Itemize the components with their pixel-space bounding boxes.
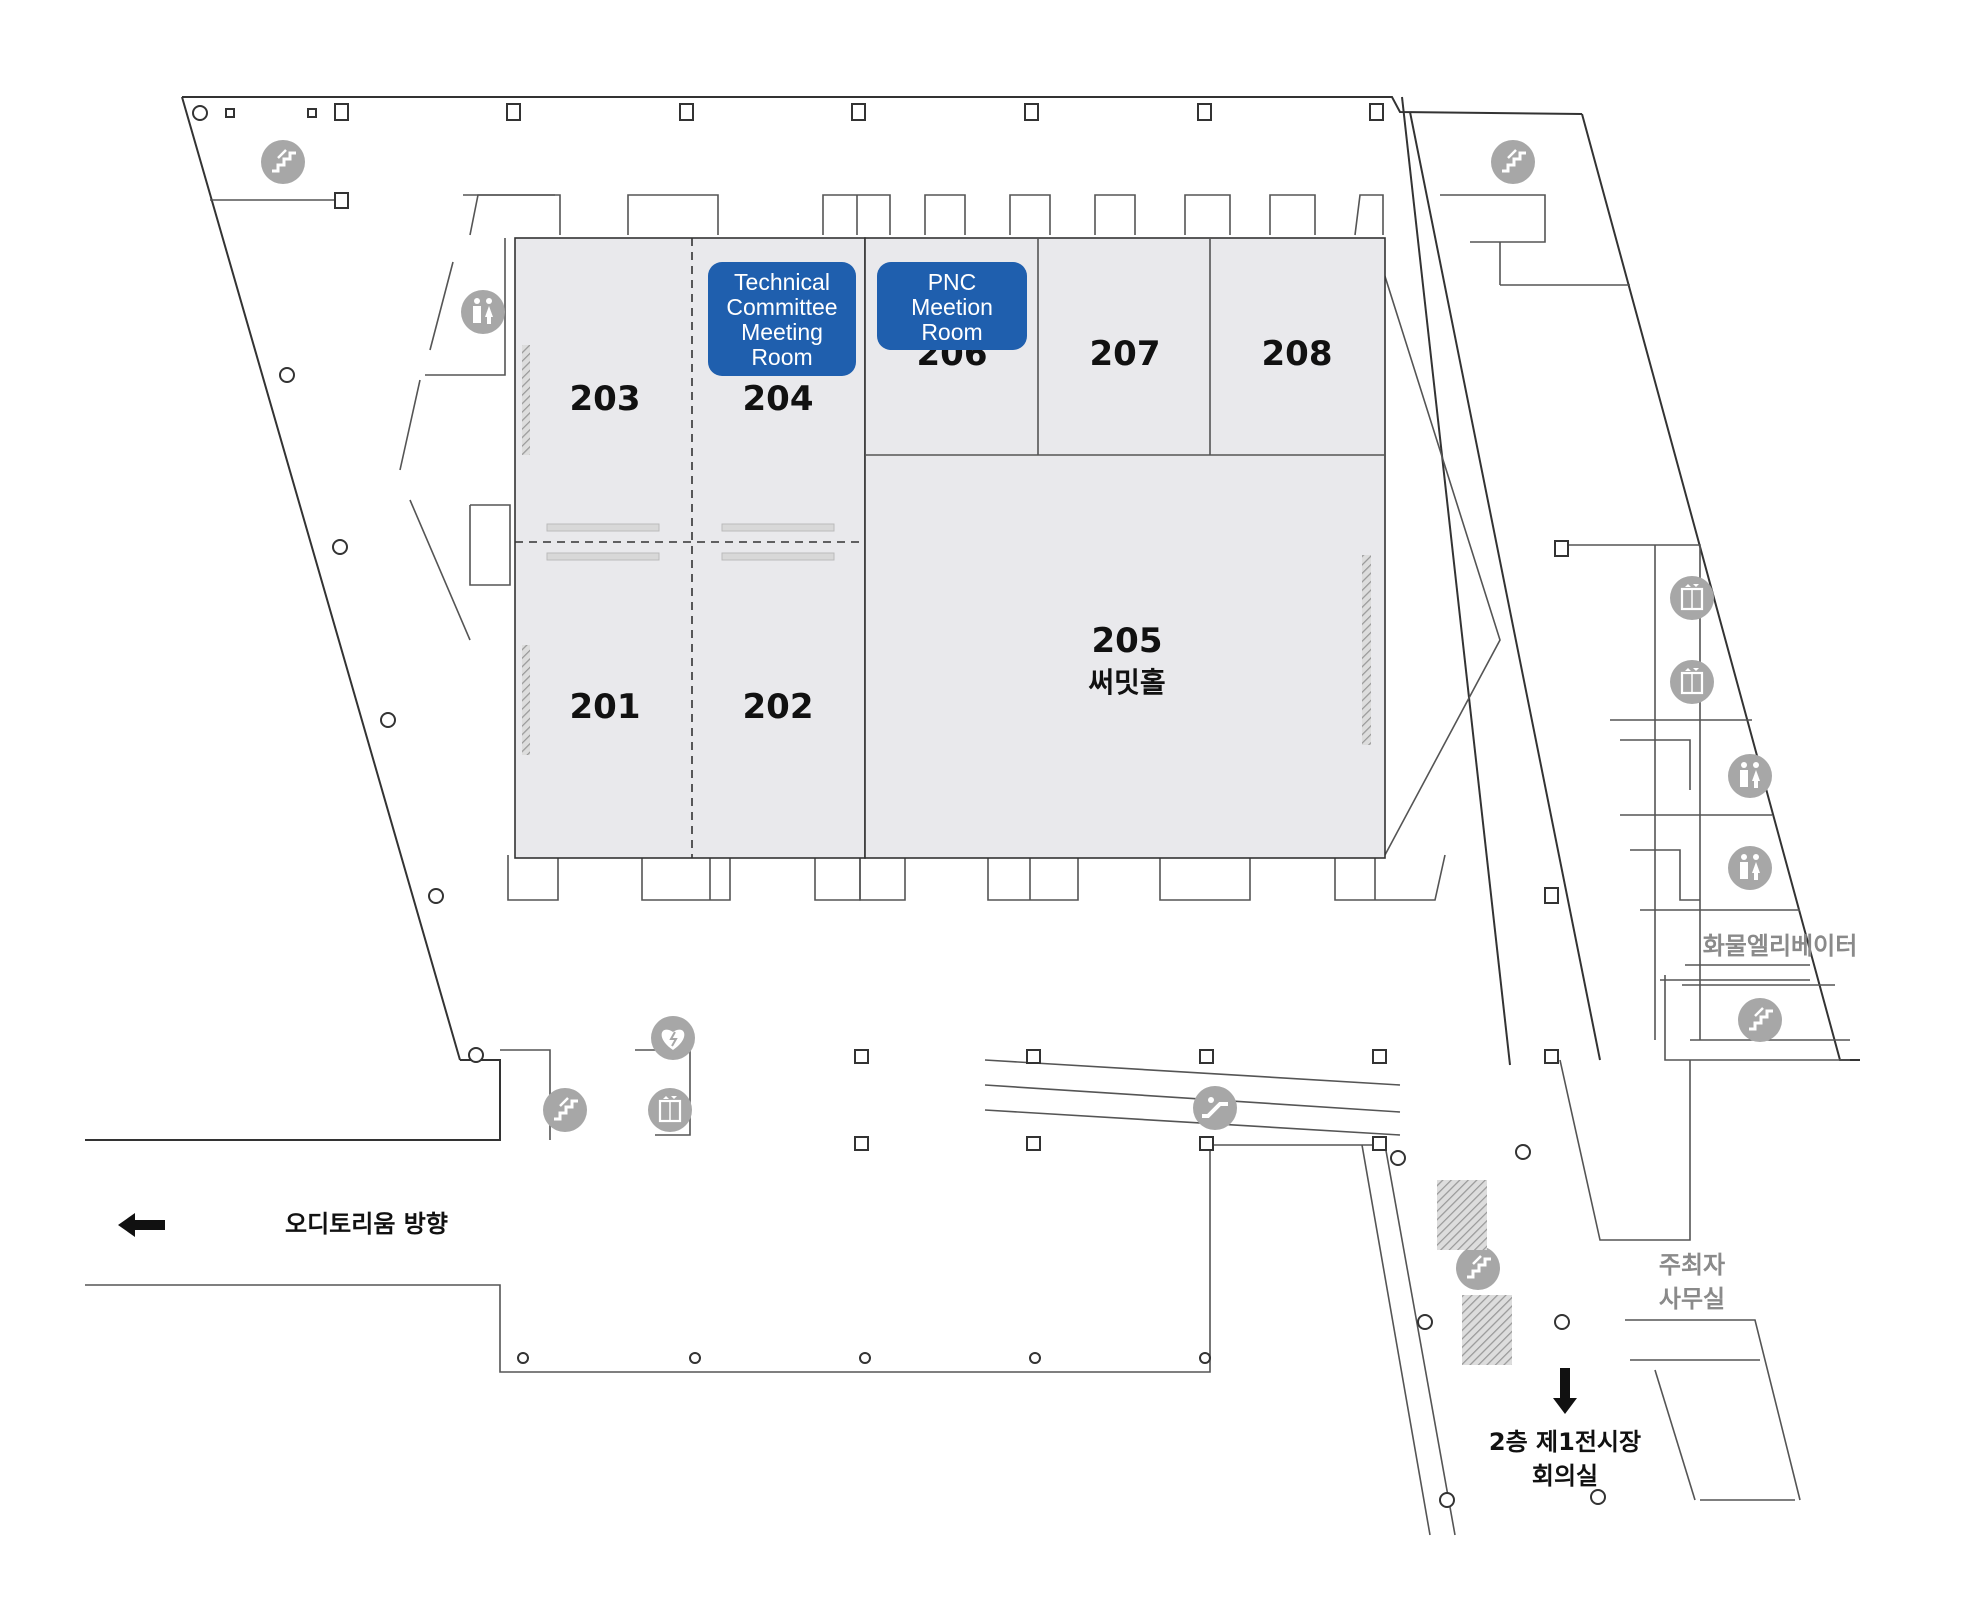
room-208-label: 208 [1262,334,1333,374]
organizer-office-label-2: 사무실 [1659,1285,1725,1313]
freight-elevator-label: 화물엘리베이터 [1703,932,1858,960]
technical-tag-line-1: Technical [734,269,830,295]
room-205-name: 써밋홀 [1088,666,1165,699]
pnc-tag-line-1: PNC [928,269,977,295]
floor2-label-1: 2층 제1전시장 [1489,1428,1641,1456]
room-202-label: 202 [743,687,814,727]
escalator-icon [1191,1084,1239,1132]
pnc-meetion-tag[interactable]: PNC Meetion Room [877,262,1027,350]
pnc-tag-line-2: Meetion [911,294,993,320]
organizer-office-label-1: 주최자 [1659,1251,1725,1279]
stairs-icon [541,1086,589,1134]
floor2-label-2: 회의실 [1532,1462,1598,1490]
elevator-icon [646,1086,694,1134]
aed-icon [650,1015,696,1061]
stairs-icon [1489,138,1537,186]
technical-tag-line-2: Committee [726,294,837,320]
technical-tag-line-4: Room [751,344,812,370]
meeting-rooms [514,237,1386,859]
elevator-icon [1668,574,1716,622]
arrow-down-icon [1553,1368,1577,1414]
room-201-label: 201 [570,687,641,727]
stairs-icon [259,138,307,186]
elevator-icon [1668,658,1716,706]
auditorium-direction-label: 오디토리움 방향 [285,1210,448,1238]
technical-committee-tag[interactable]: Technical Committee Meeting Room [708,262,856,376]
restroom-icon [460,289,506,335]
stairs-icon [1736,996,1784,1044]
area-labels: 화물엘리베이터 주최자 사무실 오디토리움 방향 2층 제1전시장 회의실 [285,932,1857,1490]
room-205-label: 205 [1092,621,1163,661]
pnc-tag-line-3: Room [921,319,982,345]
restroom-icon [1727,753,1773,799]
room-204-label: 204 [743,379,814,419]
arrow-left-icon [118,1213,165,1237]
escalator-steps [1437,1180,1512,1365]
room-203-label: 203 [570,379,641,419]
room-labels: 203 204 206 207 208 201 202 205 써밋홀 [570,334,1333,727]
columns [192,103,1606,1508]
stairs-icon [1454,1244,1502,1292]
technical-tag-line-3: Meeting [741,319,823,345]
room-207-label: 207 [1090,334,1161,374]
restroom-icon [1727,845,1773,891]
